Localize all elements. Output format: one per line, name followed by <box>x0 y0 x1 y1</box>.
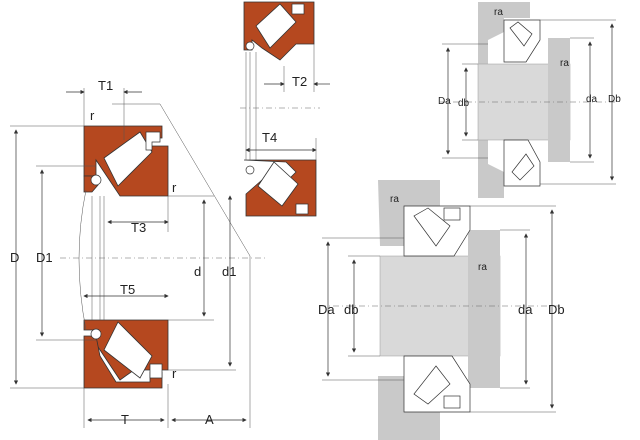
label-mt-ra-right: ra <box>560 58 569 69</box>
label-A: A <box>205 412 214 427</box>
label-D: D <box>10 250 19 265</box>
small-top-roller <box>255 3 297 49</box>
label-T2: T2 <box>292 74 307 89</box>
label-d: d <box>194 264 201 279</box>
label-mb-db: db <box>344 302 358 317</box>
main-bottom-cage-ring <box>90 328 102 340</box>
mounting-drawing-top: ra ra Da db da Db <box>438 2 621 198</box>
main-bearing-section: D D1 T1 r r r T3 T5 d d1 <box>10 78 266 428</box>
label-D1: D1 <box>36 250 53 265</box>
label-mb-Db: Db <box>548 302 565 317</box>
label-T: T <box>121 412 129 427</box>
main-top-cage <box>145 131 161 151</box>
label-mt-ra-top: ra <box>494 7 503 18</box>
label-mt-da: da <box>586 94 598 105</box>
label-mt-db: db <box>458 98 470 109</box>
label-mb-Da: Da <box>318 302 335 317</box>
main-top-cage-ring <box>90 174 102 186</box>
label-mt-Da: Da <box>438 96 451 107</box>
small-bearing-section: T2 T4 <box>240 1 330 217</box>
main-top-roller <box>103 131 153 187</box>
label-r-top: r <box>90 108 95 123</box>
label-d1: d1 <box>222 264 236 279</box>
label-mb-ra-top: ra <box>390 194 399 205</box>
label-mb-da: da <box>518 302 533 317</box>
mounting-drawing-bottom: ra ra Da db da Db <box>318 180 565 440</box>
label-r-mid: r <box>172 180 177 195</box>
label-T4: T4 <box>262 130 277 145</box>
label-mb-ra-right: ra <box>478 262 487 273</box>
label-T1: T1 <box>98 78 113 93</box>
small-bottom-roller <box>257 161 299 207</box>
label-T5: T5 <box>120 282 135 297</box>
main-bottom-roller <box>103 321 153 379</box>
main-bottom-cage <box>149 363 163 379</box>
label-r-bottom: r <box>172 366 177 381</box>
label-mt-Db: Db <box>608 94 621 105</box>
label-T3: T3 <box>131 220 146 235</box>
